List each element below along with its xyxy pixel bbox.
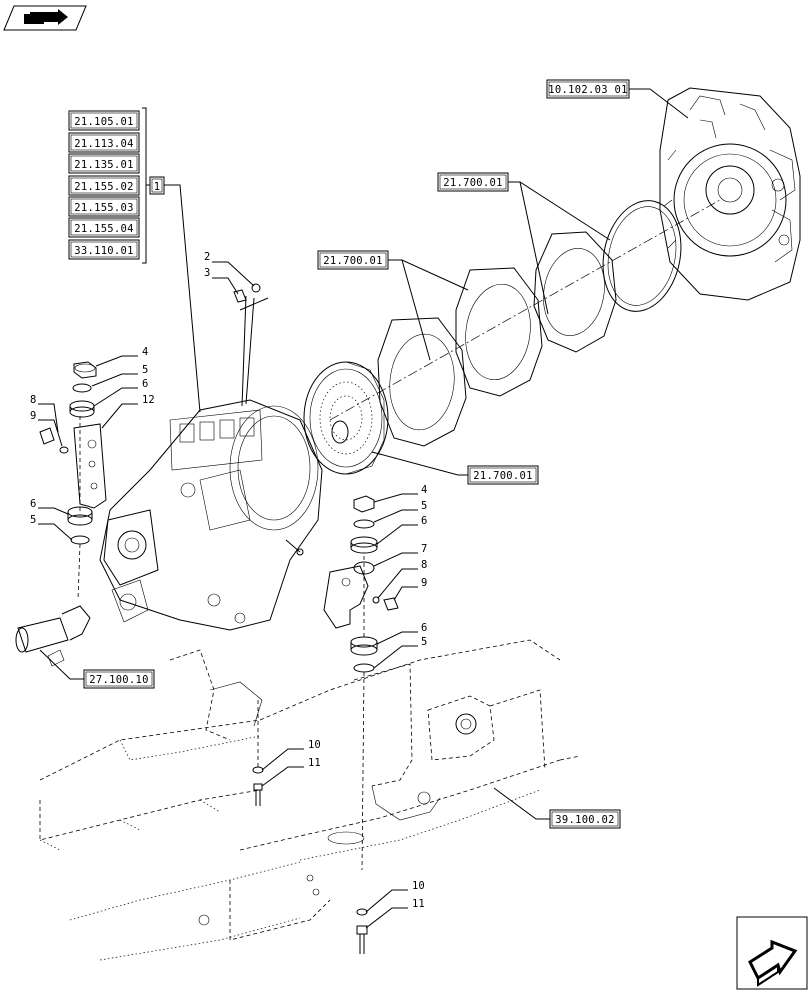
svg-text:10.102.03 01: 10.102.03 01 — [548, 84, 627, 96]
svg-text:33.110.01: 33.110.01 — [74, 245, 134, 257]
book-arrow-icon[interactable] — [3, 5, 87, 31]
callouts: 2 3 4 5 6 12 8 9 6 5 4 5 6 7 8 9 6 5 — [30, 251, 427, 929]
callout-left-8: 8 — [30, 394, 36, 406]
gasket-large — [602, 200, 682, 312]
callout-left-5: 5 — [142, 364, 148, 376]
ref-box-39-100-02[interactable]: 39.100.02 — [549, 809, 621, 829]
chassis-frame-drawing — [39, 639, 581, 961]
bolt-10-11-upper — [252, 766, 264, 806]
top-bolt-2-3 — [233, 283, 269, 311]
callout-right-8: 8 — [421, 559, 427, 571]
svg-text:27.100.10: 27.100.10 — [89, 674, 149, 686]
right-mount-bracket — [323, 565, 369, 629]
svg-text:21.700.01: 21.700.01 — [323, 255, 383, 267]
callout-right-6: 6 — [421, 515, 427, 527]
ref-box-21-113-04[interactable]: 21.113.04 — [68, 132, 140, 153]
callout-right-7: 7 — [421, 543, 427, 555]
ref-box-21-105-01[interactable]: 21.105.01 — [68, 110, 140, 131]
ref-box-21-135-01[interactable]: 21.135.01 — [68, 153, 140, 174]
ref-box-21-700-01-bottom[interactable]: 21.700.01 — [467, 465, 539, 485]
right-bolt-8-9 — [372, 596, 399, 611]
ref-box-27-100-10[interactable]: 27.100.10 — [83, 669, 155, 689]
svg-text:21.113.04: 21.113.04 — [74, 138, 134, 150]
callout-left-5-lower: 5 — [30, 514, 36, 526]
ref-box-10-102-03-01[interactable]: 10.102.03 01 — [546, 79, 630, 99]
callout-right-5-lower: 5 — [421, 636, 427, 648]
svg-text:21.700.01: 21.700.01 — [443, 177, 503, 189]
left-washer-5 — [72, 383, 92, 393]
bolt-10-11-lower — [356, 908, 368, 954]
callout-left-12: 12 — [142, 394, 155, 406]
ref-box-21-700-01-top[interactable]: 21.700.01 — [437, 172, 509, 192]
callout-left-6: 6 — [142, 378, 148, 390]
callout-right-9: 9 — [421, 577, 427, 589]
callout-11-lower: 11 — [412, 898, 425, 910]
svg-text:21.135.01: 21.135.01 — [74, 159, 134, 171]
ref-box-21-155-03[interactable]: 21.155.03 — [68, 196, 140, 217]
svg-text:21.155.04: 21.155.04 — [74, 223, 134, 235]
callout-2: 2 — [204, 251, 210, 263]
left-bolt-8 — [39, 427, 69, 454]
svg-text:21.155.03: 21.155.03 — [74, 202, 134, 214]
drive-shaft-drawing — [15, 605, 91, 667]
right-bushing-6 — [350, 536, 378, 554]
svg-text:1: 1 — [154, 181, 161, 193]
right-washer-5-lower — [353, 663, 375, 673]
reference-bracket — [142, 107, 147, 264]
next-page-arrow-icon[interactable] — [736, 916, 808, 990]
left-mount-bracket — [73, 423, 107, 509]
svg-text:39.100.02: 39.100.02 — [555, 814, 615, 826]
callout-left-4: 4 — [142, 346, 148, 358]
left-washer-5-lower — [70, 535, 90, 545]
callout-right-4: 4 — [421, 484, 427, 496]
adapter-plate-2 — [455, 267, 543, 397]
assembly-centerline — [329, 199, 721, 421]
callout-11-upper: 11 — [308, 757, 321, 769]
callout-3: 3 — [204, 267, 210, 279]
engine-block-drawing — [659, 87, 801, 301]
callout-10-upper: 10 — [308, 739, 321, 751]
reference-stack: 21.105.01 21.113.04 21.135.01 21.155.02 … — [68, 107, 201, 413]
callout-left-9: 9 — [30, 410, 36, 422]
left-bushing-6 — [69, 400, 95, 418]
svg-text:21.105.01: 21.105.01 — [74, 116, 134, 128]
callout-right-5: 5 — [421, 500, 427, 512]
right-nut-4 — [353, 495, 375, 513]
torque-converter-drawing — [303, 361, 389, 475]
ref-box-21-155-04[interactable]: 21.155.04 — [68, 217, 140, 238]
callout-10-lower: 10 — [412, 880, 425, 892]
callout-left-6-lower: 6 — [30, 498, 36, 510]
left-nut-4 — [73, 361, 97, 379]
svg-text:21.155.02: 21.155.02 — [74, 181, 134, 193]
group-box-1[interactable]: 1 — [149, 176, 165, 195]
right-washer-5 — [353, 519, 375, 529]
right-bushing-6-lower — [350, 636, 378, 656]
transmission-drawing — [99, 399, 323, 631]
adapter-plate-3 — [377, 317, 467, 447]
ref-box-21-155-02[interactable]: 21.155.02 — [68, 175, 140, 196]
adapter-plate-1 — [533, 231, 617, 353]
ref-box-33-110-01[interactable]: 33.110.01 — [68, 239, 140, 260]
callout-right-6-lower: 6 — [421, 622, 427, 634]
svg-text:21.700.01: 21.700.01 — [473, 470, 533, 482]
ref-box-21-700-01-mid[interactable]: 21.700.01 — [317, 250, 389, 270]
